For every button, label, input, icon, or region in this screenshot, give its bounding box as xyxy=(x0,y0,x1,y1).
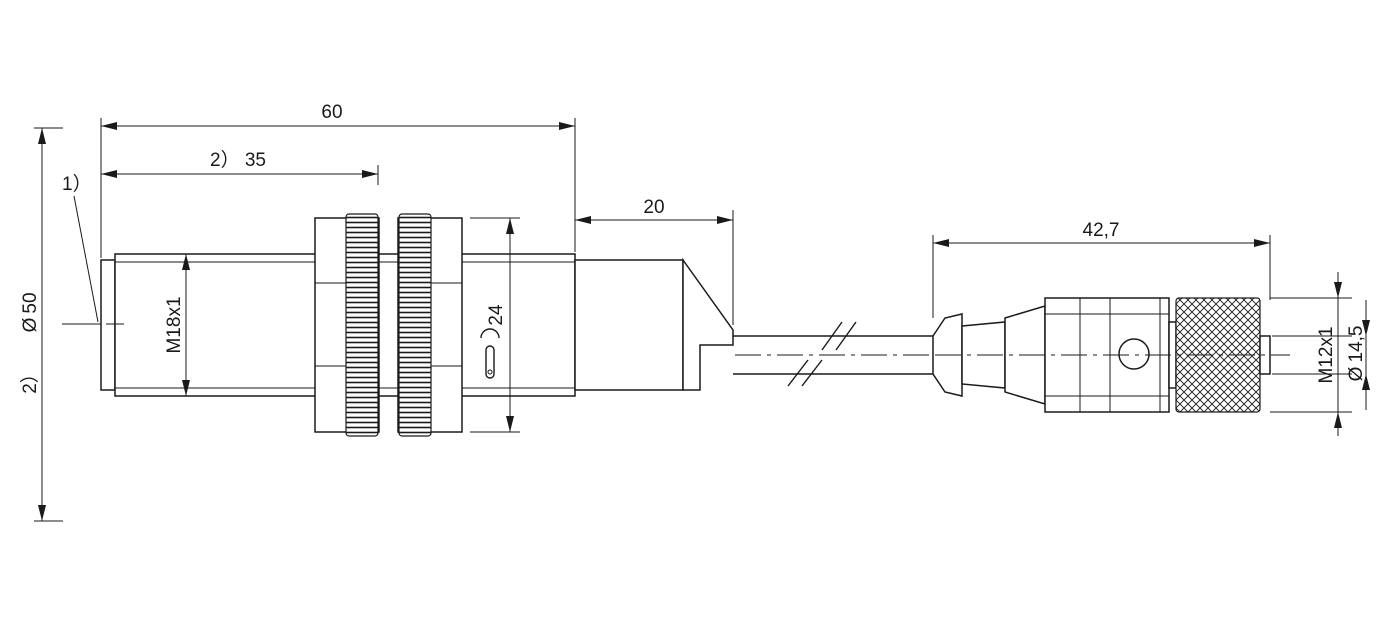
dim-cable-offset: 20 xyxy=(643,197,664,218)
dim-thread-connector: M12x1 xyxy=(1316,326,1337,383)
dim-wrench-size: 24 xyxy=(486,304,507,326)
dim-thread-main: M18x1 xyxy=(164,296,185,353)
center-lines xyxy=(62,323,1290,356)
note-1-label: 1） xyxy=(62,173,92,195)
dim-thread-length: 2） 35 xyxy=(210,149,266,171)
note-2-label: 2） xyxy=(19,364,41,394)
dim-beam-diameter-value: 50 xyxy=(20,292,41,313)
dim-connector-diameter: Ø 14,5 xyxy=(1346,326,1367,382)
diameter-symbol-2: Ø xyxy=(1346,366,1367,381)
dim-connector-diameter-value: 14,5 xyxy=(1346,326,1367,363)
sensor-housing xyxy=(100,213,734,437)
wrench-icon xyxy=(480,328,500,379)
dim-length-total: 60 xyxy=(321,102,342,123)
diameter-symbol: Ø xyxy=(20,317,41,332)
dimension-lines xyxy=(34,118,1370,522)
dim-beam-diameter: 2） Ø 50 xyxy=(19,292,41,393)
cable xyxy=(733,321,933,387)
dim-connector-length: 42,7 xyxy=(1083,220,1120,241)
